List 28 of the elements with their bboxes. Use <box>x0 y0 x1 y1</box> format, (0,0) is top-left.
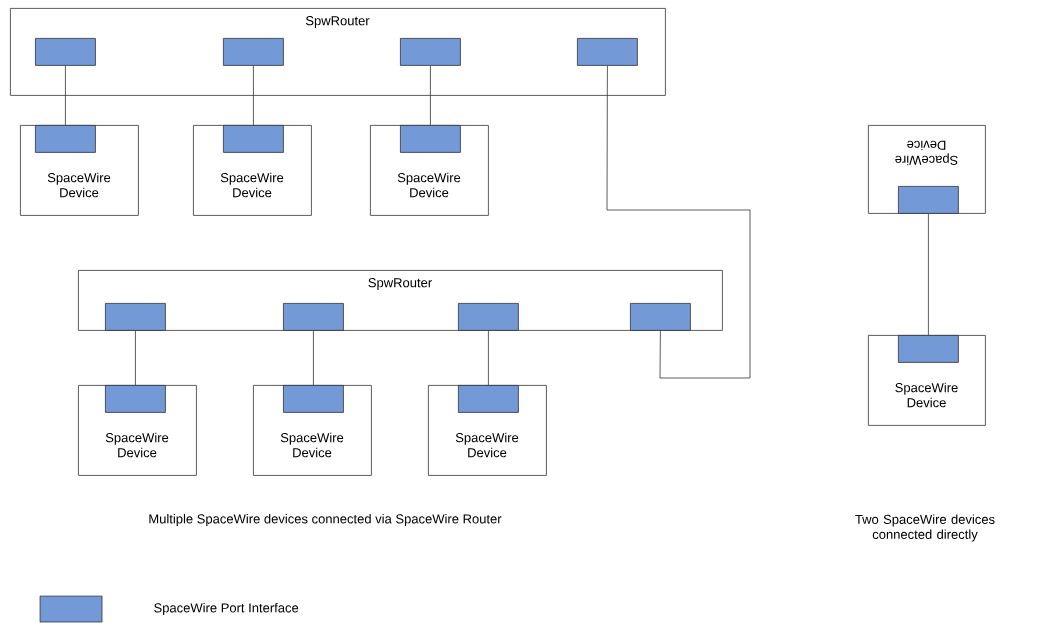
connector-line <box>313 330 314 386</box>
connector-line <box>253 65 254 126</box>
port-box <box>630 303 691 331</box>
connector-line <box>430 65 431 126</box>
port-box <box>35 125 96 153</box>
port-box <box>223 125 284 153</box>
port-box <box>898 335 959 363</box>
port-box <box>400 38 461 66</box>
port-box <box>223 38 284 66</box>
port-box <box>458 385 519 413</box>
connector-line <box>928 213 929 336</box>
caption: Two SpaceWire devices connected directly <box>855 514 995 542</box>
port-box <box>400 125 461 153</box>
port-box <box>105 303 166 331</box>
connector-line <box>488 330 489 386</box>
caption: Multiple SpaceWire devices connected via SpaceWire Router <box>149 513 502 527</box>
connector-line <box>135 330 136 386</box>
port-box <box>458 303 519 331</box>
connector-line <box>65 65 66 126</box>
port-box <box>105 385 166 413</box>
port-box <box>898 186 959 214</box>
router-box: SpwRouter <box>10 8 666 96</box>
port-box <box>35 38 96 66</box>
port-box <box>577 38 638 66</box>
legend-text: SpaceWire Port Interface <box>154 602 299 616</box>
port-box <box>283 303 344 331</box>
connector-line <box>606 65 751 379</box>
port-box <box>283 385 344 413</box>
